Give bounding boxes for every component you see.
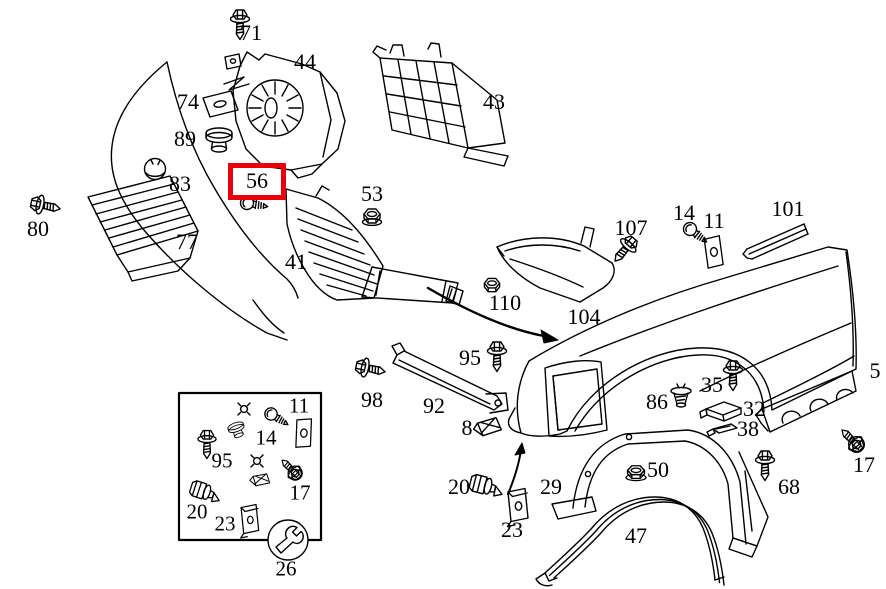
callout-110[interactable]: 110: [488, 290, 522, 315]
callout-74[interactable]: 74: [177, 89, 199, 114]
bolt-20-art: [467, 472, 506, 499]
star-symbol: [237, 402, 251, 416]
tread-plate-77-art: [87, 175, 199, 282]
kit-callout-23[interactable]: 23: [214, 511, 236, 536]
clip-74-art: [202, 76, 250, 118]
bracket-32-art: [699, 401, 742, 422]
callout-83[interactable]: 83: [169, 171, 191, 196]
callout-77[interactable]: 77: [176, 229, 198, 254]
rivet-86-art: [670, 383, 692, 408]
kit-callout-11[interactable]: 11: [288, 393, 310, 418]
callout-32[interactable]: 32: [743, 396, 765, 421]
direction-arrow: [426, 286, 559, 344]
callout-29[interactable]: 29: [540, 474, 562, 499]
callout-35[interactable]: 35: [701, 372, 723, 397]
callout-56[interactable]: 56: [246, 168, 268, 193]
screw-95-art: [486, 341, 508, 373]
callout-98[interactable]: 98: [361, 387, 383, 412]
kit-callout-26[interactable]: 26: [275, 556, 297, 581]
nut-50-art: [626, 466, 646, 481]
sill-rail-92-art: [391, 342, 509, 414]
nut-83-art: [143, 157, 167, 181]
callout-44[interactable]: 44: [294, 49, 316, 74]
intake-trim-104-art: [496, 226, 615, 303]
kit-grommet-art: [226, 419, 248, 441]
callout-68[interactable]: 68: [778, 474, 800, 499]
kit-box: [177, 391, 323, 561]
callout-53[interactable]: 53: [361, 181, 383, 206]
kit-callout-20[interactable]: 20: [186, 499, 208, 524]
callout-50[interactable]: 50: [647, 457, 669, 482]
highlight-box-56: [228, 163, 286, 200]
fender-5-art: [507, 246, 857, 438]
callout-71[interactable]: 71: [240, 20, 262, 45]
callout-11[interactable]: 11: [703, 208, 725, 233]
callout-101[interactable]: 101: [771, 196, 805, 221]
callout-17[interactable]: 17: [853, 452, 875, 477]
callout-43[interactable]: 43: [483, 89, 505, 114]
bolt-98-art: [353, 355, 388, 382]
bolt-80-art: [28, 192, 63, 219]
grid-panel-43-art: [372, 42, 509, 167]
screw-17-art: [836, 424, 868, 456]
callout-14[interactable]: 14: [673, 200, 695, 225]
plate-11-art: [703, 234, 725, 269]
nut-53-art: [363, 209, 382, 225]
callout-5[interactable]: 5: [869, 358, 881, 383]
callout-80[interactable]: 80: [27, 216, 49, 241]
callout-41[interactable]: 41: [285, 249, 307, 274]
fan-shroud-44-art: [224, 51, 346, 179]
star-symbol: [250, 454, 264, 468]
kit-clip-art: [249, 473, 271, 487]
callout-20[interactable]: 20: [448, 474, 470, 499]
kit-plate-11-art: [293, 416, 314, 450]
clip-38-art: [706, 423, 738, 437]
callout-47[interactable]: 47: [625, 523, 647, 548]
kit-screw-17-art: [277, 455, 305, 483]
callout-95[interactable]: 95: [459, 345, 481, 370]
callout-104[interactable]: 104: [567, 304, 601, 329]
callout-89[interactable]: 89: [174, 126, 196, 151]
grommet-89-art: [205, 127, 233, 153]
kit-callout-14[interactable]: 14: [255, 425, 277, 450]
kit-bracket-23-art: [240, 503, 260, 539]
callout-38[interactable]: 38: [737, 416, 759, 441]
body-panel-art: [110, 61, 299, 341]
callout-8[interactable]: 8: [461, 415, 473, 440]
trim-strip-101-art: [742, 223, 809, 260]
callout-86[interactable]: 86: [646, 389, 668, 414]
direction-arrow-up: [507, 442, 526, 495]
kit-callout-17[interactable]: 17: [289, 480, 311, 505]
screw-68-art: [754, 450, 776, 482]
callout-92[interactable]: 92: [423, 393, 445, 418]
callout-23[interactable]: 23: [501, 517, 523, 542]
kit-callout-95[interactable]: 95: [211, 448, 233, 473]
clip-8-art: [471, 416, 503, 438]
arch-trim-47-art: [535, 496, 725, 587]
wheelhouse-29-art: [551, 429, 769, 558]
callout-107[interactable]: 107: [614, 215, 648, 240]
